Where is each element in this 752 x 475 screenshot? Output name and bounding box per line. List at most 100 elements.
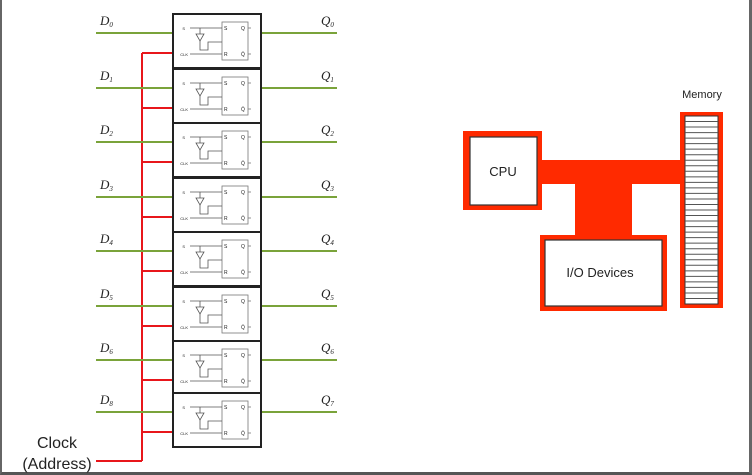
data-output-subscript: 0	[330, 21, 334, 29]
flipflop-input-label: S	[182, 353, 185, 358]
data-output-label: Q4	[321, 231, 334, 247]
flipflop-box	[172, 122, 262, 178]
sr-latch	[221, 348, 249, 388]
latch-q-pin: Q	[241, 353, 245, 359]
reset-wire	[199, 41, 222, 51]
data-output-subscript: 5	[330, 294, 334, 302]
flipflop-clk-label: CLK	[180, 379, 188, 384]
latch-qbar-pin: Q̄	[241, 51, 245, 58]
latch-r-pin: R	[224, 52, 228, 58]
reset-wire	[199, 96, 222, 106]
latch-s-pin: S	[224, 26, 228, 32]
flipflop-clk-label: CLK	[180, 52, 188, 57]
latch-q-pin: Q	[241, 299, 245, 305]
flipflop-clk-label: CLK	[180, 107, 188, 112]
memory-label: Memory	[682, 89, 722, 101]
reset-wire	[199, 205, 222, 215]
latch-qbar-pin: Q̄	[241, 106, 245, 113]
flipflop-input-label: S	[182, 81, 185, 86]
latch-qbar-pin: Q̄	[241, 430, 245, 437]
latch-q-pin: Q	[241, 244, 245, 250]
data-output-subscript: 7	[330, 400, 334, 408]
data-input-label: D8	[99, 392, 113, 408]
inverter-icon	[195, 142, 205, 151]
data-output-label: Q3	[321, 177, 334, 193]
latch-q-pin: Q	[241, 81, 245, 87]
sr-latch	[221, 239, 249, 279]
data-output-label: Q2	[321, 122, 334, 138]
latch-q-pin: Q	[241, 135, 245, 141]
cpu-block: CPU	[463, 131, 542, 210]
data-input-subscript: 8	[109, 400, 113, 408]
data-input-subscript: 3	[108, 185, 113, 193]
data-input-label: D1	[99, 68, 113, 84]
latch-s-pin: S	[224, 244, 228, 250]
reset-wire	[199, 314, 222, 324]
data-input-subscript: 4	[109, 239, 113, 247]
latch-r-pin: R	[224, 325, 228, 331]
inverter-icon	[195, 360, 205, 369]
sr-latch	[221, 130, 249, 170]
data-output-label: Q0	[321, 13, 334, 29]
flipflop-clk-label: CLK	[180, 161, 188, 166]
data-output-subscript: 3	[329, 185, 334, 193]
flipflop-input-label: S	[182, 244, 185, 249]
inverter-icon	[195, 88, 205, 97]
inverter-icon	[195, 33, 205, 42]
reset-wire	[199, 259, 222, 269]
latch-r-pin: R	[224, 107, 228, 113]
latch-r-pin: R	[224, 431, 228, 437]
clock-address-label: (Address)	[22, 456, 91, 473]
data-input-label: D2	[99, 122, 113, 138]
data-output-label: Q7	[321, 392, 334, 408]
flipflop-input-label: S	[182, 135, 185, 140]
data-input-subscript: 2	[109, 130, 113, 138]
data-output-subscript: 6	[330, 348, 334, 356]
flipflop-box	[172, 286, 262, 342]
latch-s-pin: S	[224, 81, 228, 87]
data-input-subscript: 6	[109, 348, 113, 356]
data-output-label: Q6	[321, 340, 334, 356]
inverter-icon	[195, 197, 205, 206]
latch-r-pin: R	[224, 216, 228, 222]
memory-block: Memory	[680, 89, 723, 308]
latch-s-pin: S	[224, 190, 228, 196]
flipflop-clk-label: CLK	[180, 431, 188, 436]
data-input-label: D6	[99, 340, 113, 356]
latch-qbar-pin: Q̄	[241, 160, 245, 167]
latch-qbar-pin: Q̄	[241, 215, 245, 222]
data-input-label: D5	[99, 286, 113, 302]
data-input-subscript: 1	[109, 76, 113, 84]
data-output-subscript: 4	[330, 239, 334, 247]
data-output-subscript: 1	[330, 76, 334, 84]
latch-s-pin: S	[224, 405, 228, 411]
latch-s-pin: S	[224, 299, 228, 305]
inverter-icon	[195, 251, 205, 260]
io-devices-label: I/O Devices	[566, 265, 634, 280]
sr-latch	[221, 21, 249, 61]
architecture-diagram: CPU I/O Devices Memory	[463, 89, 723, 311]
data-input-label: D3	[99, 177, 113, 193]
clock-label: Clock	[37, 435, 78, 452]
flipflop-clk-label: CLK	[180, 325, 188, 330]
latch-qbar-pin: Q̄	[241, 269, 245, 276]
data-output-label: Q5	[321, 286, 334, 302]
cpu-label: CPU	[489, 164, 516, 179]
reset-wire	[199, 368, 222, 378]
system-bus-vertical	[575, 180, 632, 238]
latch-q-pin: Q	[241, 190, 245, 196]
flipflop-clk-label: CLK	[180, 216, 188, 221]
flipflop-input-label: S	[182, 26, 185, 31]
memory-cells	[685, 121, 718, 299]
flipflop-input-label: S	[182, 405, 185, 410]
sr-latch	[221, 294, 249, 334]
